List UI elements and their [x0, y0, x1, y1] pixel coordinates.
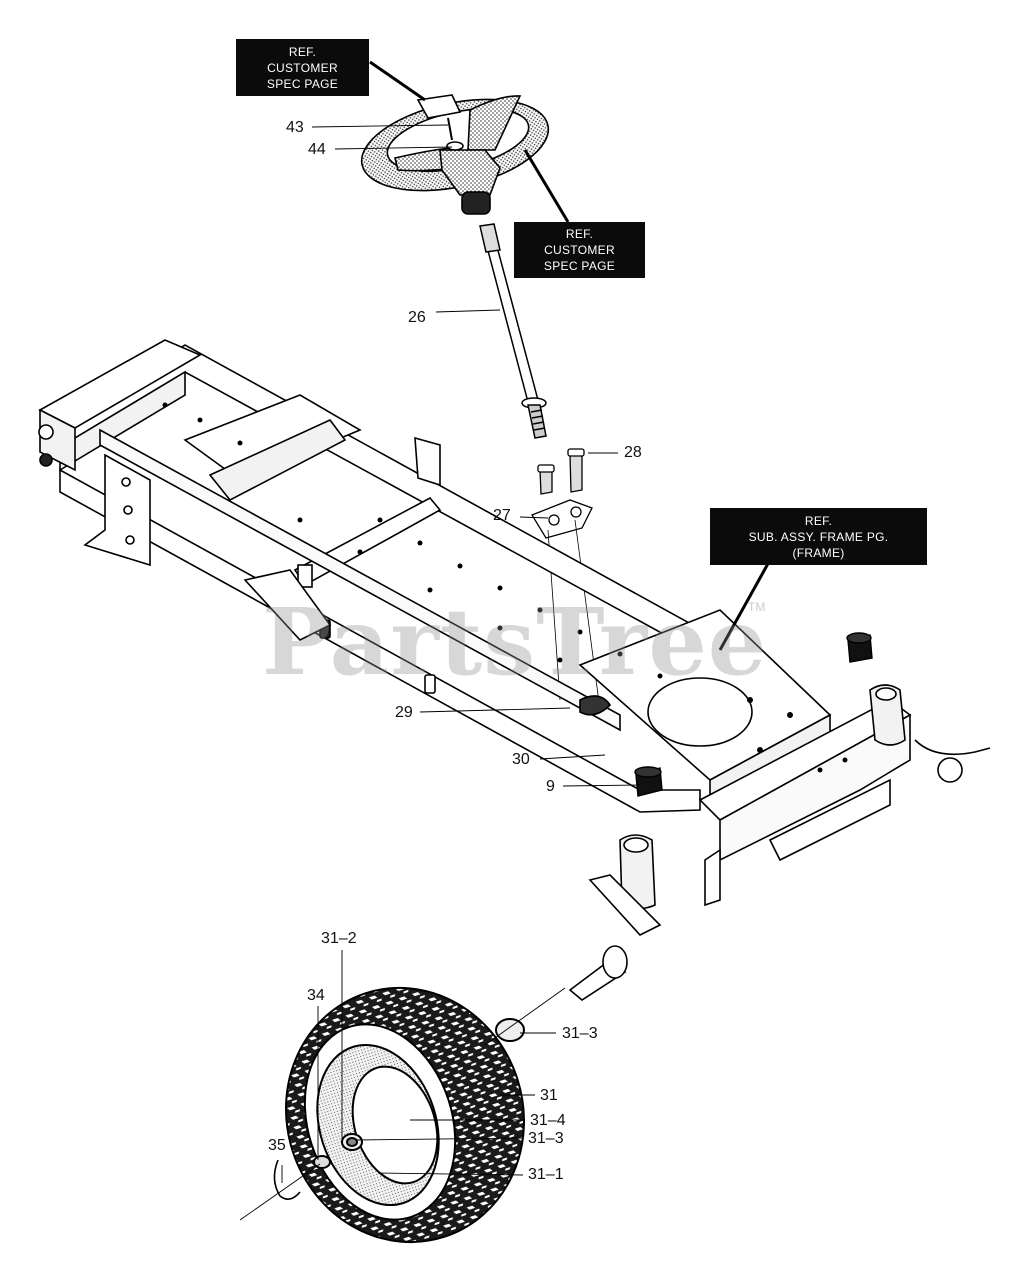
callout-35: 35	[268, 1137, 286, 1154]
steering-bracket	[531, 448, 601, 711]
callout-30: 30	[512, 751, 530, 768]
callout-31-2: 31–2	[321, 930, 357, 947]
ref-line-1: REF.	[288, 44, 317, 59]
ref-box-steering-wheel-top: REF. CUSTOMER SPEC PAGE	[236, 39, 369, 96]
ref-box-frame: REF. SUB. ASSY. FRAME PG. (FRAME)	[710, 508, 927, 565]
callout-31-1: 31–1	[528, 1166, 564, 1183]
tractor-frame	[38, 339, 991, 1001]
callout-27: 27	[493, 507, 511, 524]
steering-wheel	[360, 94, 550, 215]
watermark-trademark: TM	[748, 600, 766, 614]
ref-line-3: SPEC PAGE	[266, 76, 339, 91]
ref-line-3: SPEC PAGE	[543, 259, 616, 273]
callout-34: 34	[307, 987, 325, 1004]
partstree-watermark: PartsTree	[262, 588, 768, 696]
ref-line-2: CUSTOMER	[544, 243, 615, 257]
ref-line-2: CUSTOMER	[267, 60, 338, 75]
ref-line-1: REF.	[565, 227, 594, 241]
callout-44: 44	[308, 141, 326, 158]
frame-holes	[162, 402, 848, 773]
callout-31-3-upper: 31–3	[562, 1025, 598, 1042]
callout-9: 9	[546, 778, 555, 795]
ref-box-steering-wheel-side: REF. CUSTOMER SPEC PAGE	[514, 222, 645, 278]
leader-lines	[239, 60, 772, 1221]
callout-26: 26	[408, 309, 426, 326]
callout-31: 31	[540, 1087, 558, 1104]
callout-31-4: 31–4	[530, 1112, 566, 1129]
callout-31-3-lower: 31–3	[528, 1130, 564, 1147]
callout-43: 43	[286, 119, 304, 136]
steering-shaft	[479, 223, 547, 439]
callout-29: 29	[395, 704, 413, 721]
ref-line-1: REF.	[804, 513, 833, 528]
ref-line-3: (FRAME)	[792, 545, 845, 560]
front-wheel	[273, 986, 525, 1244]
callout-28: 28	[624, 444, 642, 461]
ref-line-2: SUB. ASSY. FRAME PG.	[748, 529, 889, 544]
bumper-9	[634, 632, 873, 797]
